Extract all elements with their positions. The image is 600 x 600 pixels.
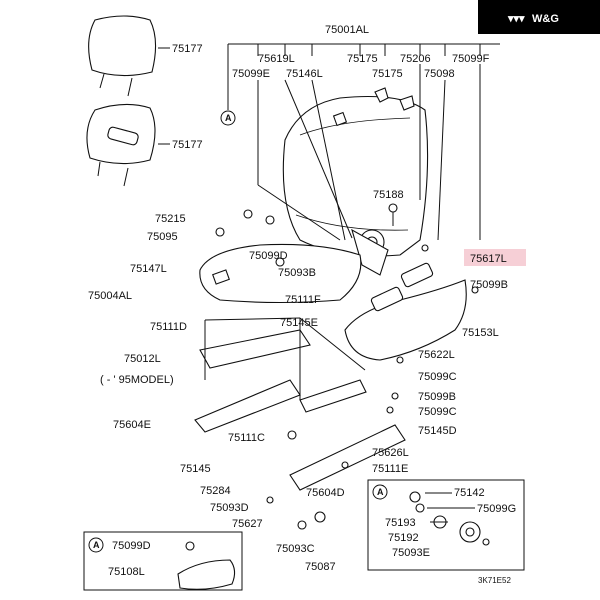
top-leader-lines (227, 43, 500, 241)
label-75099C-a: 75099C (418, 371, 457, 383)
frame-lines (204, 317, 366, 400)
seat-back (282, 96, 429, 276)
label-75284: 75284 (200, 485, 231, 497)
seat-rail-right (289, 379, 406, 491)
side-cover (344, 262, 467, 361)
label-75111C: 75111C (228, 432, 265, 444)
label-75177b: 75177 (172, 139, 203, 151)
clip-75175a (374, 87, 389, 103)
brand-logo-text: W&G (532, 13, 559, 25)
label-75093D: 75093D (210, 502, 249, 514)
label-75193: 75193 (385, 517, 416, 529)
seat-cushion (199, 243, 362, 304)
label-75099D: 75099D (249, 250, 288, 262)
label-75145E: 75145E (280, 317, 318, 329)
label-75099B-right: 75099B (470, 279, 508, 291)
seat-rail-left (194, 329, 311, 433)
label-75617L: 75617L (470, 253, 507, 265)
label-75619L: 75619L (258, 53, 295, 65)
label-75099E-top: 75099E (232, 68, 270, 80)
label-75175b: 75175 (372, 68, 403, 80)
label-75175a: 75175 (347, 53, 378, 65)
fasteners (185, 209, 479, 551)
label-75188: 75188 (373, 189, 404, 201)
headrest-1 (88, 15, 170, 97)
label-75142: 75142 (454, 487, 485, 499)
label-75192: 75192 (388, 532, 419, 544)
label-75093B: 75093B (278, 267, 316, 279)
label-75145: 75145 (180, 463, 211, 475)
marker-a-top: A (220, 110, 236, 126)
label-75093E: 75093E (392, 547, 430, 559)
label-75099C-b: 75099C (418, 406, 457, 418)
label-75111E: 75111E (372, 463, 408, 475)
brand-logo-wordmark: ▾▾▾ (507, 13, 525, 25)
label-75093C: 75093C (276, 543, 315, 555)
inset-box-left: A (83, 531, 243, 591)
label-75108L: 75108L (108, 566, 145, 578)
label-75145D: 75145D (418, 425, 457, 437)
label-75095: 75095 (147, 231, 178, 243)
label-95model: ( - ' 95MODEL) (100, 374, 174, 386)
label-75012L: 75012L (124, 353, 161, 365)
headrest-2 (86, 103, 170, 187)
label-75215: 75215 (155, 213, 186, 225)
label-75622L: 75622L (418, 349, 455, 361)
label-75087: 75087 (305, 561, 336, 573)
label-75098: 75098 (424, 68, 455, 80)
label-75111F: 75111F (285, 294, 321, 306)
drawing-code: 3K71E52 (478, 576, 511, 585)
label-75604E: 75604E (113, 419, 151, 431)
highlight-75617L (464, 249, 526, 266)
label-75146L: 75146L (286, 68, 323, 80)
bolt-75188 (388, 203, 398, 226)
label-75147L: 75147L (130, 263, 167, 275)
svg-text:A: A (225, 113, 232, 123)
clip-75175b (399, 95, 415, 111)
svg-text:A: A (377, 487, 384, 497)
svg-text:A: A (93, 540, 100, 550)
label-75099F: 75099F (452, 53, 490, 65)
label-75111D: 75111D (150, 321, 187, 333)
label-75099G: 75099G (477, 503, 516, 515)
label-75627: 75627 (232, 518, 263, 530)
label-75153L: 75153L (462, 327, 499, 339)
label-75099D-b: 75099D (112, 540, 151, 552)
label-75001AL: 75001AL (325, 24, 369, 36)
label-75206: 75206 (400, 53, 431, 65)
label-75626L: 75626L (372, 447, 409, 459)
brand-logo: ▾▾▾ W&G (478, 0, 600, 34)
label-75099B-b: 75099B (418, 391, 456, 403)
label-75004AL: 75004AL (88, 290, 132, 302)
label-75177a: 75177 (172, 43, 203, 55)
inset-box-right: A (367, 479, 525, 571)
label-75604D: 75604D (306, 487, 345, 499)
